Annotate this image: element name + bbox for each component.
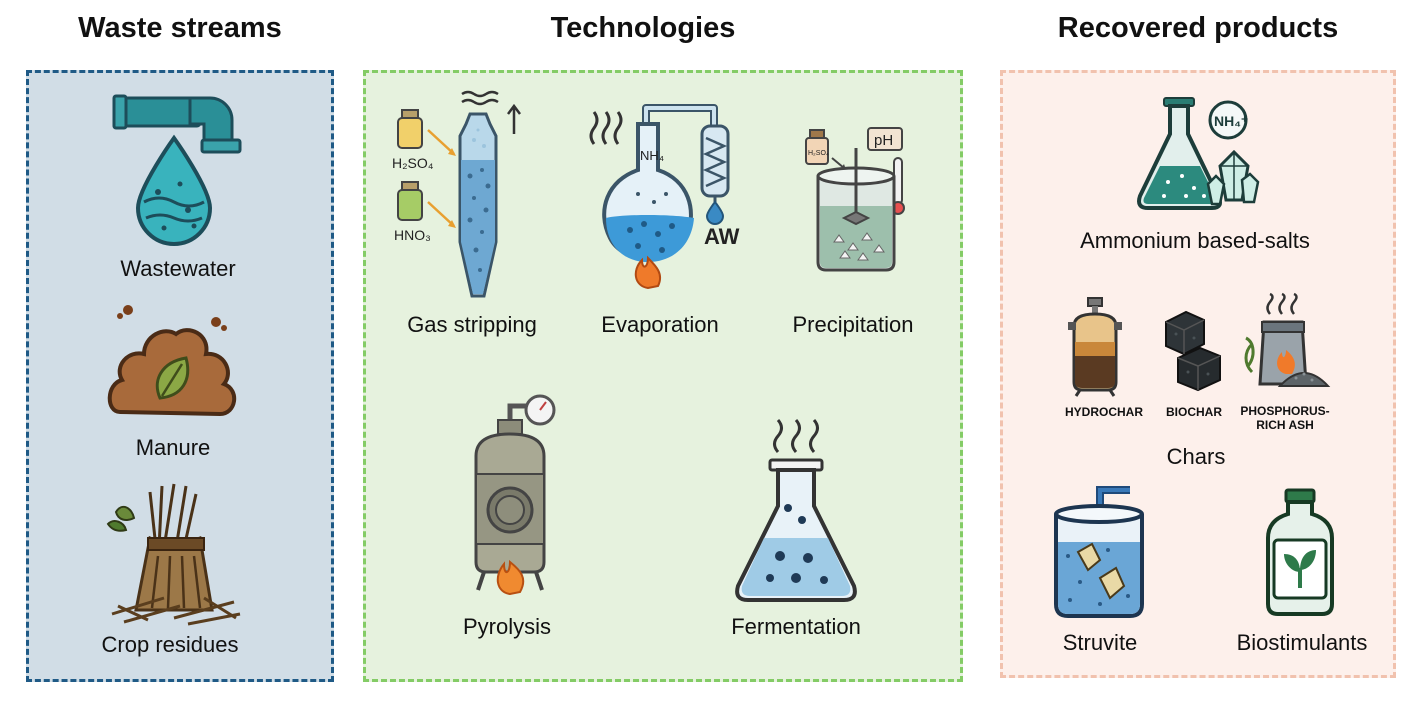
char-hydrochar-label: HYDROCHAR bbox=[1065, 405, 1143, 419]
product-chars: Chars bbox=[1166, 444, 1226, 469]
struvite-tank-icon bbox=[1054, 486, 1144, 618]
nh4-label: NH₄ bbox=[640, 148, 664, 163]
tech-item-pyrolysis: Pyrolysis bbox=[462, 614, 551, 639]
ammonium-flask-icon: NH₄⁺ bbox=[1137, 97, 1260, 210]
product-struvite: Struvite bbox=[1062, 630, 1138, 655]
evaporation-flask-icon: NH₄ AW bbox=[589, 104, 740, 290]
biochar-icon bbox=[1165, 310, 1221, 392]
hydrochar-icon bbox=[1068, 297, 1122, 397]
biostimulant-bottle-icon bbox=[1266, 488, 1334, 616]
waste-item-wastewater: Wastewater bbox=[120, 256, 236, 281]
tech-item-precipitation: Precipitation bbox=[792, 312, 914, 337]
pyrolysis-reactor-icon bbox=[474, 394, 556, 596]
nh4-badge-label: NH₄⁺ bbox=[1214, 113, 1248, 129]
product-ammonium-salts: Ammonium based-salts bbox=[1080, 228, 1310, 253]
waste-streams-title: Waste streams bbox=[78, 12, 282, 44]
char-biochar-label: BIOCHAR bbox=[1166, 405, 1222, 419]
pipe-water-drop-icon bbox=[112, 94, 242, 246]
h2so4-label: H₂SO₄ bbox=[392, 155, 434, 171]
technologies-title: Technologies bbox=[550, 12, 736, 44]
fermentation-flask-icon bbox=[735, 419, 857, 602]
waste-item-manure: Manure bbox=[135, 435, 211, 460]
char-phosphorus-ash-label: PHOSPHORUS- RICH ASH bbox=[1240, 404, 1330, 432]
hno3-label: HNO₃ bbox=[394, 227, 431, 243]
stripping-column-icon: H₂SO₄ HNO₃ bbox=[392, 90, 521, 298]
waste-item-crop-residues: Crop residues bbox=[101, 632, 239, 657]
bottle-label: H₂SO₄ bbox=[808, 150, 829, 157]
aw-label: AW bbox=[704, 224, 740, 249]
ph-label: pH bbox=[874, 132, 893, 149]
precipitation-tank-icon: H₂SO₄ pH bbox=[805, 127, 905, 272]
tech-item-gas-stripping: Gas stripping bbox=[407, 312, 537, 337]
manure-icon bbox=[107, 305, 236, 417]
recovered-products-title: Recovered products bbox=[1057, 12, 1339, 44]
tech-item-evaporation: Evaporation bbox=[601, 312, 719, 337]
crop-bundle-icon bbox=[106, 483, 241, 626]
tech-item-fermentation: Fermentation bbox=[731, 614, 861, 639]
phosphorus-ash-icon bbox=[1244, 292, 1331, 387]
product-biostimulants: Biostimulants bbox=[1236, 630, 1368, 655]
